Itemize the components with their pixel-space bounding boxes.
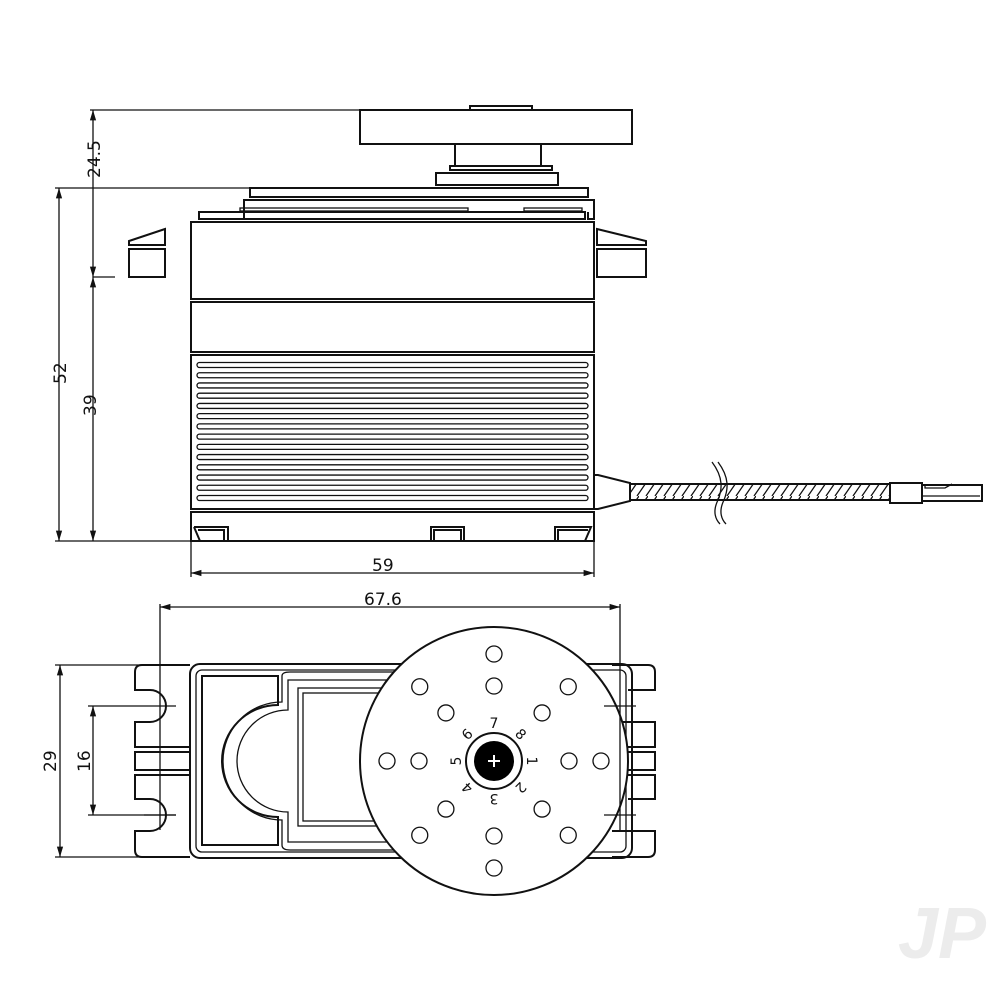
cooling-ribs [196, 361, 589, 502]
disc-hole [437, 800, 455, 818]
side-dimensions: 24.5 52 39 59 [51, 109, 595, 577]
disc-hole [411, 678, 429, 696]
spline-number: 1 [523, 757, 539, 766]
disc-hole [559, 826, 577, 844]
dim-overall-length: 67.6 [364, 590, 402, 610]
disc-hole [378, 752, 396, 770]
dim-width: 59 [372, 556, 394, 576]
mounting-ear-right [596, 227, 647, 278]
disc-hole [411, 826, 429, 844]
dim-total-height: 52 [51, 362, 71, 384]
cooling-rib [196, 453, 589, 461]
jp-watermark-logo: JP [898, 894, 987, 974]
case-middle [190, 301, 595, 353]
cooling-rib [196, 474, 589, 481]
cooling-rib [196, 464, 589, 471]
spline-number: 7 [490, 716, 499, 732]
cooling-rib [196, 433, 589, 440]
top-cover-plates [198, 187, 595, 220]
disc-hole [533, 800, 551, 818]
cooling-rib [196, 392, 589, 399]
disc-holes [378, 645, 610, 877]
cooling-rib [196, 443, 589, 450]
spline-number: 5 [449, 757, 465, 766]
case-ribbed-body [190, 354, 595, 510]
disc-hole [485, 645, 503, 663]
dim-top-width: 29 [41, 750, 61, 772]
servo-horn [359, 105, 633, 186]
disc-hole [485, 677, 503, 695]
disc-hole [559, 678, 577, 696]
plus-icon [488, 755, 500, 767]
top-ears-left [134, 664, 191, 858]
cooling-rib [196, 402, 589, 410]
disc-hole [410, 752, 428, 770]
disc-hole [560, 752, 578, 770]
mounting-ear-left [128, 227, 166, 278]
cable [593, 461, 983, 525]
dim-body-height: 39 [81, 394, 101, 416]
cooling-rib [196, 494, 589, 502]
cooling-rib [196, 372, 589, 379]
cooling-rib [196, 484, 589, 491]
cooling-rib [196, 423, 589, 430]
case-bottom [190, 511, 595, 542]
disc-hole [437, 704, 455, 722]
spline-number: 3 [490, 790, 499, 806]
disc-hole [592, 752, 610, 770]
cooling-rib [196, 361, 589, 369]
disc-hole [485, 827, 503, 845]
dim-horn-height: 24.5 [85, 140, 105, 178]
case-top [190, 221, 595, 300]
disc-hole [533, 704, 551, 722]
side-view: 24.5 52 39 59 [51, 105, 983, 577]
top-dimensions: 67.6 29 16 [41, 590, 636, 858]
cooling-rib [196, 413, 589, 420]
disc-hole [485, 859, 503, 877]
top-ears-right [611, 664, 656, 858]
dim-hole-spacing: 16 [75, 750, 95, 772]
cooling-rib [196, 382, 589, 389]
